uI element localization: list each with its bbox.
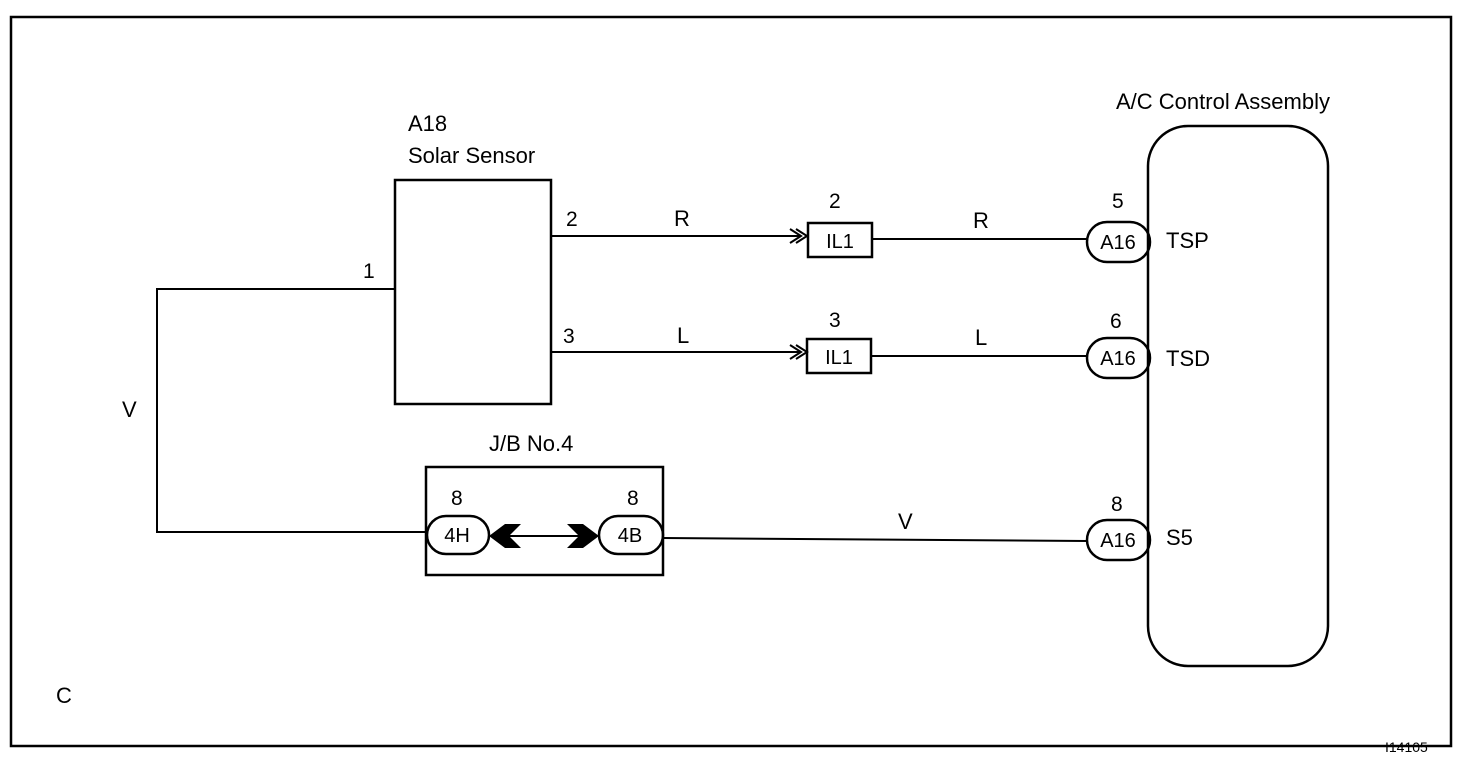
a16-tsp-pin: 5 bbox=[1112, 190, 1124, 213]
a16-tsp-connector bbox=[1085, 220, 1152, 264]
jb-right-pin: 8 bbox=[627, 487, 639, 510]
a16-tsd-label: A16 bbox=[1100, 348, 1136, 370]
wire-color-v-left: V bbox=[122, 397, 137, 422]
il1-bottom-pin: 3 bbox=[829, 309, 841, 332]
jb-box bbox=[424, 465, 665, 577]
il1-top-label: IL1 bbox=[826, 231, 854, 253]
jb-title: J/B No.4 bbox=[489, 431, 573, 456]
jb-right-connector bbox=[597, 514, 665, 556]
section-letter: C bbox=[56, 683, 72, 708]
figure-code: I14105 bbox=[1385, 739, 1428, 755]
solar-sensor-box bbox=[393, 178, 553, 406]
jb-left-pin: 8 bbox=[451, 487, 463, 510]
a16-tsd-connector bbox=[1085, 336, 1152, 380]
il1-top-pin: 2 bbox=[829, 190, 841, 213]
a16-s5-connector bbox=[1085, 518, 1152, 562]
connector-arrow-r bbox=[789, 228, 803, 244]
a16-tsd-pin: 6 bbox=[1110, 310, 1122, 333]
wire-color-r-right: R bbox=[973, 208, 989, 233]
diagram-frame bbox=[9, 15, 1453, 748]
a16-tsp-label: A16 bbox=[1100, 232, 1136, 254]
wire-color-l-left: L bbox=[677, 323, 689, 348]
a16-s5-pin: 8 bbox=[1111, 493, 1123, 516]
jb-right-connector-label: 4B bbox=[618, 525, 642, 547]
terminal-tsp: TSP bbox=[1166, 228, 1209, 253]
wire-color-r-left: R bbox=[674, 206, 690, 231]
jb-right-arrow bbox=[567, 524, 599, 548]
terminal-s5: S5 bbox=[1166, 525, 1193, 550]
ac-control-title: A/C Control Assembly bbox=[1116, 89, 1330, 114]
solar-sensor-pin-1: 1 bbox=[363, 260, 375, 283]
terminal-tsd: TSD bbox=[1166, 346, 1210, 371]
jb-left-connector bbox=[425, 514, 491, 556]
solar-sensor-code: A18 bbox=[408, 111, 447, 136]
wire-color-l-right: L bbox=[975, 325, 987, 350]
wire-color-v-bottom: V bbox=[898, 509, 913, 534]
jb-left-arrow bbox=[489, 524, 521, 548]
il1-bottom-label: IL1 bbox=[825, 347, 853, 369]
wire-v-left bbox=[156, 288, 427, 533]
ac-control-box bbox=[1146, 124, 1330, 668]
solar-sensor-name: Solar Sensor bbox=[408, 143, 535, 168]
solar-sensor-pin-3: 3 bbox=[563, 325, 575, 348]
connector-arrow-l bbox=[789, 344, 803, 360]
jb-left-connector-label: 4H bbox=[444, 525, 470, 547]
wire-v-bottom bbox=[662, 537, 1088, 542]
solar-sensor-pin-2: 2 bbox=[566, 208, 578, 231]
a16-s5-label: A16 bbox=[1100, 530, 1136, 552]
